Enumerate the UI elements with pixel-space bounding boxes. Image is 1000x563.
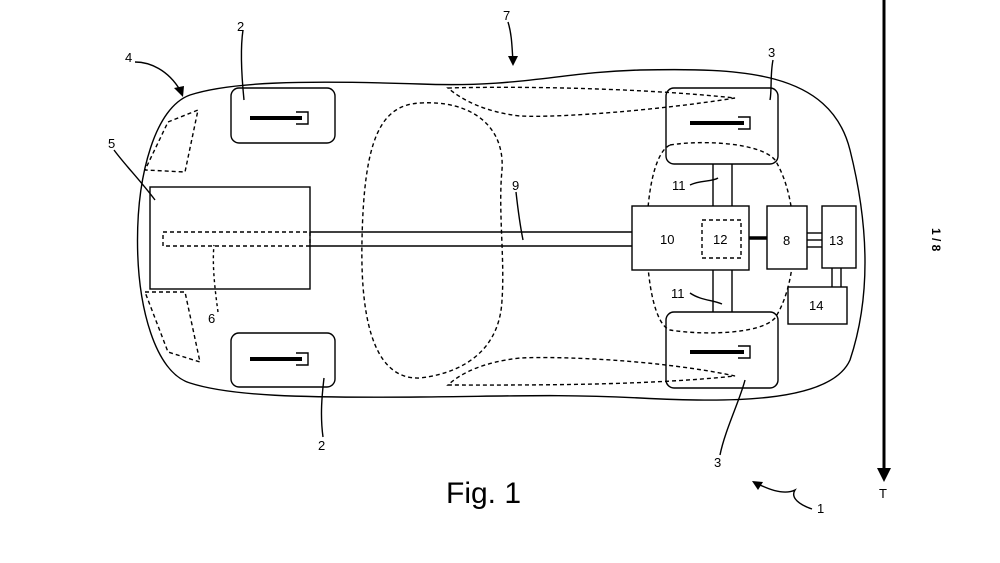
ref-7: 7: [503, 8, 510, 23]
ref-1: 1: [817, 501, 824, 516]
cabin-outline: [361, 102, 504, 379]
figure-caption: Fig. 1: [446, 477, 521, 510]
lower-side-window: [446, 356, 736, 386]
block-10: [631, 205, 750, 271]
axis-label-t: T: [879, 486, 887, 501]
ref-11-bottom: 11: [671, 286, 685, 301]
front-wheel-top: [230, 87, 336, 144]
rear-wheel-top: [665, 87, 779, 165]
vehicle-body-outline: [136, 68, 866, 401]
ref-2-top: 2: [237, 19, 244, 34]
energy-storage-box: [149, 186, 311, 290]
ref-5: 5: [108, 136, 115, 151]
block-14: [787, 286, 848, 325]
headlight-top: [143, 108, 199, 173]
ref-11-top: 11: [672, 178, 686, 193]
storage-module-dashed: [162, 231, 311, 247]
direction-axis-arrowhead: [877, 468, 891, 482]
ref-2-bottom: 2: [318, 438, 325, 453]
upper-side-window: [446, 86, 736, 117]
ref-9: 9: [512, 178, 519, 193]
label-block-12: 12: [713, 232, 727, 247]
label-block-14: 14: [809, 298, 823, 313]
block-13: [821, 205, 857, 269]
ref-3-top: 3: [768, 45, 775, 60]
ref-4: 4: [125, 50, 132, 65]
label-block-10: 10: [660, 232, 674, 247]
sheet-number: 1 / 8: [929, 228, 943, 252]
wheel-motor-symbols: [250, 111, 751, 366]
ref-6: 6: [208, 311, 215, 326]
leader-lines: [113, 21, 813, 510]
rear-wheel-bottom: [665, 311, 779, 389]
label-block-13: 13: [829, 233, 843, 248]
label-block-8: 8: [783, 233, 790, 248]
front-wheel-bottom: [230, 332, 336, 388]
block-12: [701, 219, 742, 259]
headlight-bottom: [143, 291, 201, 364]
ref-3-bottom: 3: [714, 455, 721, 470]
block-8: [766, 205, 808, 270]
